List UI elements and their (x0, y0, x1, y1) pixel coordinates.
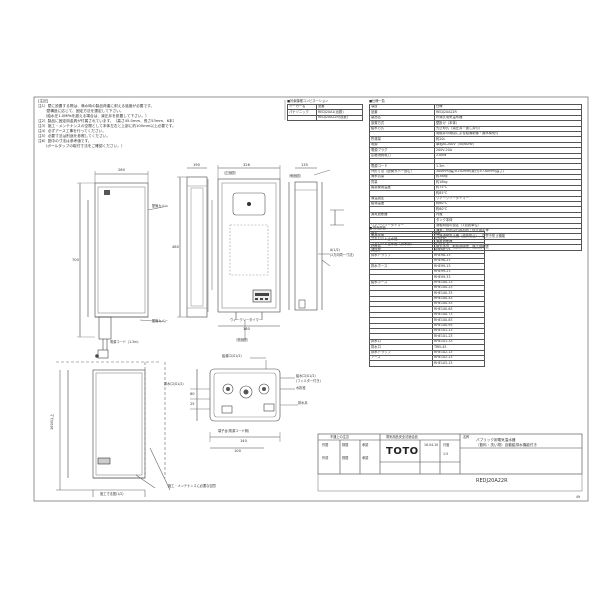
checked-label: 検図 (342, 443, 349, 447)
bottom-port-2 (239, 385, 253, 399)
drawn-label: 作図 (322, 443, 329, 447)
dim-480: 480 (172, 245, 179, 249)
parts-heading: ■ 別売部品 (369, 226, 386, 230)
approved-label: 承認 (362, 443, 369, 447)
scale-value: 1:5 (443, 452, 449, 456)
combination-table: メーカー名 品番 パナソニック REDJ20A1(台数) REDJ20A22R(… (287, 103, 363, 122)
pipe-cover (98, 316, 112, 340)
dim-140: 140 (240, 439, 247, 443)
label-wall-mount: 施工寸法図(1/2) (100, 492, 124, 496)
safety-header: 電気用品安全法適合品 (386, 435, 418, 439)
dim-700: 700 (72, 258, 79, 262)
dim-260: 260 (118, 168, 125, 172)
note-line: 注1）壁に設置する際は、満水時の製品荷重に耐える強度が必要です。 (38, 104, 155, 108)
combo-cell: REDJ20A22R(台数) (316, 114, 363, 122)
label-cover: 配管カバー (152, 204, 168, 208)
spec-heading: ■仕様一覧 (369, 99, 385, 103)
note-line: （給水圧1.0MPaを超える場合は、減圧弁を設置して下さい。） (38, 114, 149, 118)
dim-326: 326 (243, 163, 250, 167)
label-relief: 排水弁 (298, 401, 308, 405)
drawn-by: 作成 (322, 456, 329, 460)
toto-logo: TOTO (386, 446, 419, 457)
parts-cell: RHE103-13 (432, 360, 485, 367)
bottom-port-1 (222, 383, 234, 395)
label-drain: 排水口(G1/2) (164, 382, 184, 386)
label-dim-a: A(1/2) (330, 248, 340, 252)
approved-by: 承認 (362, 456, 369, 460)
label-front-note: 〔正面図〕 (222, 171, 238, 175)
page-number: 49 (576, 495, 581, 499)
front-label (104, 190, 110, 195)
notes-heading: [注記] (38, 99, 49, 103)
center-front-outline (217, 178, 281, 313)
product-name-label: 名称 (463, 435, 470, 439)
label-hot: 給湯口(G1/2) (222, 354, 242, 358)
right-side-outline (294, 181, 318, 311)
date-value: 16.04.10 (424, 443, 439, 447)
side-view-outline (186, 176, 208, 318)
combination-heading: ■対象機種コンビネーション (287, 99, 329, 103)
label-filter: (フィルター付き) (296, 379, 321, 383)
dim-25: 25 (190, 402, 195, 406)
note-line: 注5）必要寸法は別途を参照してください。 (38, 134, 111, 138)
dim-190: 190 (193, 163, 200, 167)
bottom-port-3 (258, 383, 270, 395)
label-supply: 給水口(G1/2) (296, 374, 316, 378)
scale-label: 尺度 (443, 443, 450, 447)
dim-160: 160 (243, 327, 250, 331)
note-line: （ボールタップの取付寸法をご確認ください。） (38, 144, 125, 148)
note-line: 注3）施工・メンテナンスの空間として本体左右と上部に約100mm以上必要です。 (38, 124, 176, 128)
label-cover-bottom: 配管カバー (152, 319, 168, 323)
indicator-window (232, 192, 266, 216)
note-line: 注6）図中の寸法は参考値です。 (38, 139, 92, 143)
label-power-cord: 電源コード（1.3m） (110, 340, 141, 344)
dim-60: 60 (190, 392, 195, 396)
note-line: 注4）必ずアース工事を行ってください。 (38, 129, 107, 133)
sheet-border (33, 96, 589, 502)
label-dim-a-note: (2方向同一寸法) (330, 253, 354, 257)
product-name-line1: パブリック用電気温水器 (476, 438, 516, 442)
label-drain-valve: 水抜栓 (296, 386, 306, 390)
label-timer: ウィークリータイマー (230, 318, 262, 322)
label-bottom-note: 〔底面図〕 (234, 338, 250, 342)
dim-100: 100 (234, 449, 241, 453)
label-terminal: 端子台(電源コード側) (218, 429, 250, 433)
label-mount-space: 施工・メンテナンスに必要な空間 (168, 484, 216, 488)
model-number: REDJ20A22R (476, 478, 508, 484)
note-line: 壁構造に応じて、固定方法を選定して下さい。 (38, 109, 124, 113)
bottom-view-outline (209, 368, 281, 422)
dim-135: 135 (301, 163, 308, 167)
product-name-line2: （飲料・洗い物）自動給排水機能付き (476, 443, 538, 447)
caution-header: 不通上の注意 (330, 435, 350, 439)
label-side-note: 〔側面図〕 (287, 174, 303, 178)
note-line: 注2）製品に固定用金具が付属されています。（高さ45.0mm、長さ53mm、6本… (38, 119, 177, 123)
checked-by: 検図 (342, 456, 349, 460)
